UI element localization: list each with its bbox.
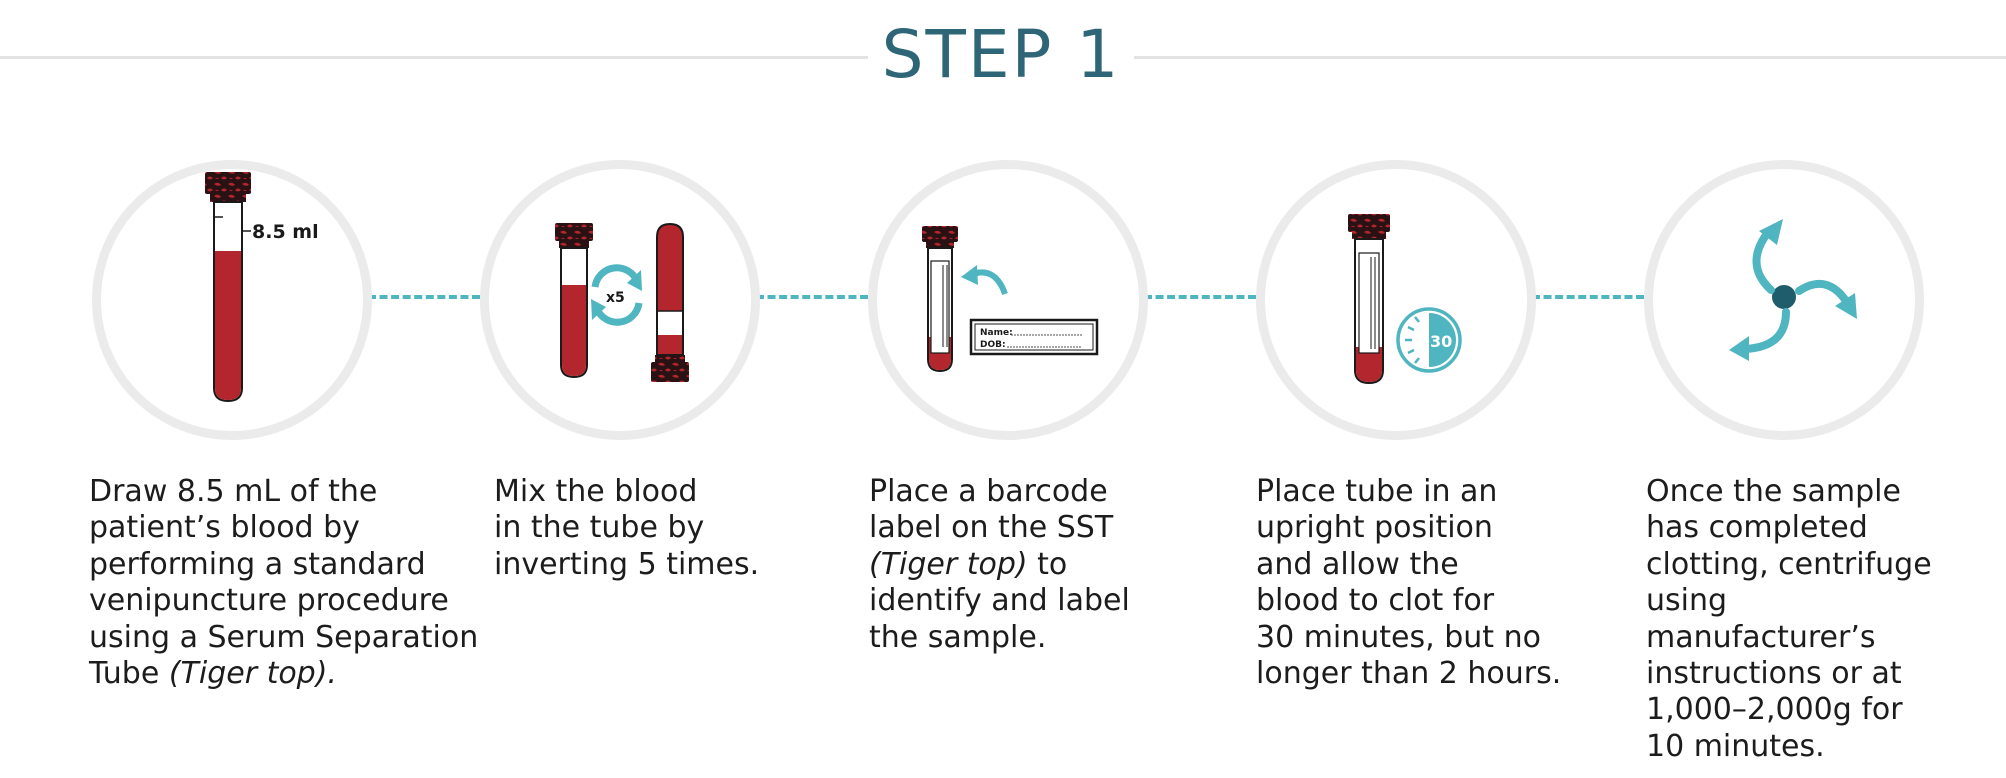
step-4-line: upright position — [1256, 510, 1493, 546]
header-rule-right — [1134, 56, 2006, 59]
page-title: STEP 1 — [881, 16, 1121, 93]
step-5-description: Once the sample has completed clotting, … — [1646, 474, 1932, 765]
step-1-tiger-top: (Tiger top). — [168, 656, 337, 692]
step-connector-3 — [1144, 295, 1256, 299]
step-connector-1 — [368, 295, 480, 299]
step-1-line: Draw 8.5 mL of the — [89, 474, 378, 509]
step-3-line: Place a barcode — [869, 474, 1108, 509]
step-2-circle: x5 — [480, 160, 760, 440]
step-5-circle — [1644, 160, 1924, 440]
step-1-line-last: Tube (Tiger top). — [89, 656, 478, 692]
clot-timer-icon: 30 — [1348, 214, 1462, 385]
step-1-description: Draw 8.5 mL of the patient’s blood by pe… — [89, 474, 478, 692]
barcode-label-icon: Name: DOB: — [922, 226, 1099, 373]
step-3-line: label on the SST — [869, 510, 1114, 546]
step-4-line: 30 minutes, but no — [1256, 619, 1541, 655]
step-3-description: Place a barcode label on the SST (Tiger … — [869, 474, 1130, 656]
times-label: x5 — [606, 290, 625, 306]
step-1-line: using a Serum Separation — [89, 619, 479, 655]
step-1-line: venipuncture procedure — [89, 583, 449, 619]
step-4-line: and allow the — [1256, 546, 1459, 582]
step-4-circle: 30 — [1256, 160, 1536, 440]
step-3-line: identify and label — [869, 583, 1130, 619]
step-5-line: 10 minutes. — [1646, 728, 1825, 764]
step-connector-4 — [1532, 295, 1644, 299]
timer-label: 30 — [1430, 332, 1452, 351]
step-1-tube-word: Tube — [89, 656, 169, 692]
centrifuge-icon — [1729, 219, 1857, 361]
step-5-line: using — [1646, 583, 1728, 619]
label-name-field: Name: — [980, 328, 1013, 338]
step-1-line: patient’s blood by — [89, 510, 360, 546]
step-connector-2 — [756, 295, 868, 299]
step-2-line: inverting 5 times. — [494, 546, 760, 582]
step-4-line: blood to clot for — [1256, 583, 1495, 619]
step-5-line: clotting, centrifuge — [1646, 546, 1932, 582]
step-3-line-italic: (Tiger top) to — [869, 547, 1130, 583]
timer-icon: 30 — [1396, 307, 1462, 373]
step-4-line: Place tube in an — [1256, 474, 1498, 509]
step-3-to-word: to — [1027, 546, 1068, 582]
header-rule-left — [0, 56, 868, 59]
invert-tube-icon: x5 — [555, 222, 689, 382]
step-5-line: Once the sample — [1646, 474, 1901, 509]
step-2-line: Mix the blood — [494, 474, 698, 509]
step-1-line: performing a standard — [89, 546, 426, 582]
volume-label: 8.5 ml — [252, 221, 319, 243]
step-2-description: Mix the blood in the tube by inverting 5… — [494, 474, 759, 583]
step-2-line: in the tube by — [494, 510, 705, 546]
step-3-tiger-top: (Tiger top) — [869, 546, 1028, 582]
step-1-circle: 8.5 ml — [92, 160, 372, 440]
step-5-line: 1,000–2,000g for — [1646, 692, 1903, 728]
rotate-icon: x5 — [591, 264, 643, 326]
label-dob-field: DOB: — [980, 340, 1006, 350]
step-5-line: has completed — [1646, 510, 1868, 546]
step-5-line: instructions or at — [1646, 656, 1902, 692]
step-4-description: Place tube in an upright position and al… — [1256, 474, 1561, 692]
step-5-line: manufacturer’s — [1646, 619, 1876, 655]
blood-tube-icon: 8.5 ml — [205, 172, 319, 403]
step-4-line: longer than 2 hours. — [1256, 656, 1562, 692]
step-3-circle: Name: DOB: — [868, 160, 1148, 440]
step-3-line: the sample. — [869, 619, 1047, 655]
